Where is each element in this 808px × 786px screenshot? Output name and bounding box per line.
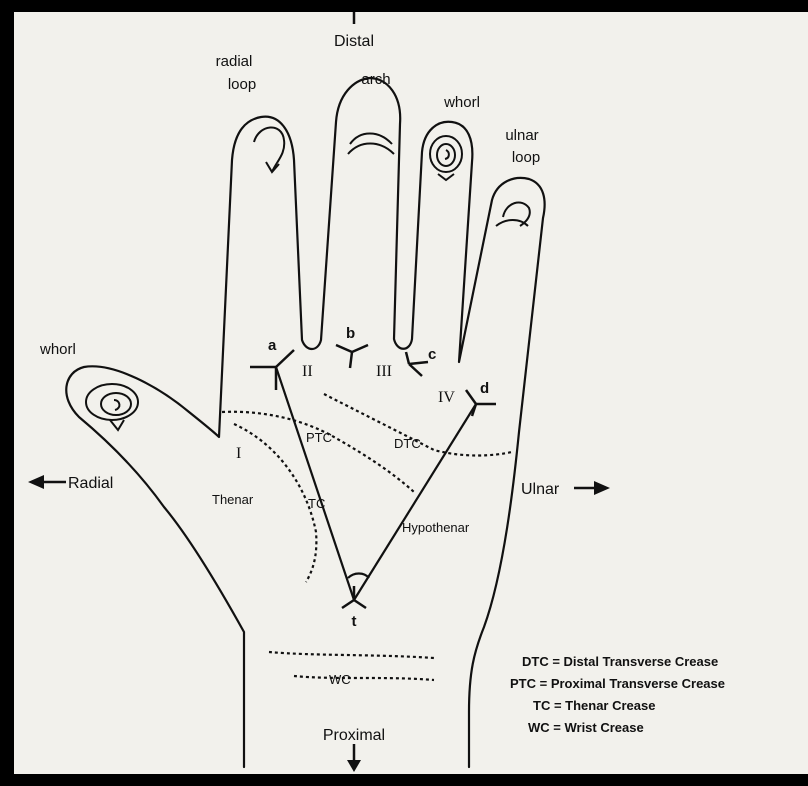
wrist-crease-lower xyxy=(294,676,434,680)
label-area-III: III xyxy=(376,363,392,380)
label-arch: arch xyxy=(361,71,390,88)
legend-wc: WC = Wrist Crease xyxy=(528,720,644,735)
label-hypothenar: Hypothenar xyxy=(402,520,470,535)
label-area-II: II xyxy=(302,363,313,380)
legend-ptc: PTC = Proximal Transverse Crease xyxy=(510,676,725,691)
label-dtc: DTC xyxy=(394,436,421,451)
label-radial: Radial xyxy=(68,475,113,492)
ring-whorl-pattern xyxy=(430,136,462,180)
label-area-IV: IV xyxy=(438,389,455,406)
creases xyxy=(222,394,512,680)
middle-arch-pattern xyxy=(348,134,394,155)
diagram-frame: Distal Proximal Radial Ulnar radial loop… xyxy=(14,12,808,774)
label-ulnar-loop-line2: loop xyxy=(512,149,540,166)
triradius-c xyxy=(406,352,428,376)
index-radial-loop-pattern xyxy=(254,127,284,172)
legend-tc: TC = Thenar Crease xyxy=(533,698,655,713)
wrist-crease-upper xyxy=(269,652,434,658)
thumb-whorl-pattern xyxy=(86,384,138,430)
label-triradius-a: a xyxy=(268,337,277,354)
label-triradius-b: b xyxy=(346,325,355,342)
label-whorl-ring: whorl xyxy=(443,94,480,111)
label-triradius-d: d xyxy=(480,380,489,397)
label-ulnar: Ulnar xyxy=(521,481,560,498)
triradius-t xyxy=(342,586,366,608)
label-thenar: Thenar xyxy=(212,492,254,507)
little-ulnar-loop-pattern xyxy=(496,202,530,226)
label-radial-loop-line1: radial xyxy=(216,53,253,70)
legend: DTC = Distal Transverse Crease PTC = Pro… xyxy=(510,654,725,735)
triradius-a xyxy=(250,350,294,390)
legend-dtc: DTC = Distal Transverse Crease xyxy=(522,654,718,669)
label-radial-loop-line2: loop xyxy=(228,76,256,93)
label-triradius-c: c xyxy=(428,346,436,363)
label-ulnar-loop-line1: ulnar xyxy=(505,127,538,144)
label-distal: Distal xyxy=(334,33,374,50)
label-tc: TC xyxy=(308,496,325,511)
label-wc: WC xyxy=(329,672,351,687)
label-whorl-thumb: whorl xyxy=(39,341,76,358)
label-area-I: I xyxy=(236,445,241,462)
label-ptc: PTC xyxy=(306,430,332,445)
label-triradius-t: t xyxy=(352,613,357,630)
proximal-transverse-crease xyxy=(222,412,414,492)
triradius-b xyxy=(336,345,368,368)
label-proximal: Proximal xyxy=(323,727,385,744)
hand-outline xyxy=(66,78,544,767)
palm-diagram: Distal Proximal Radial Ulnar radial loop… xyxy=(14,12,808,774)
